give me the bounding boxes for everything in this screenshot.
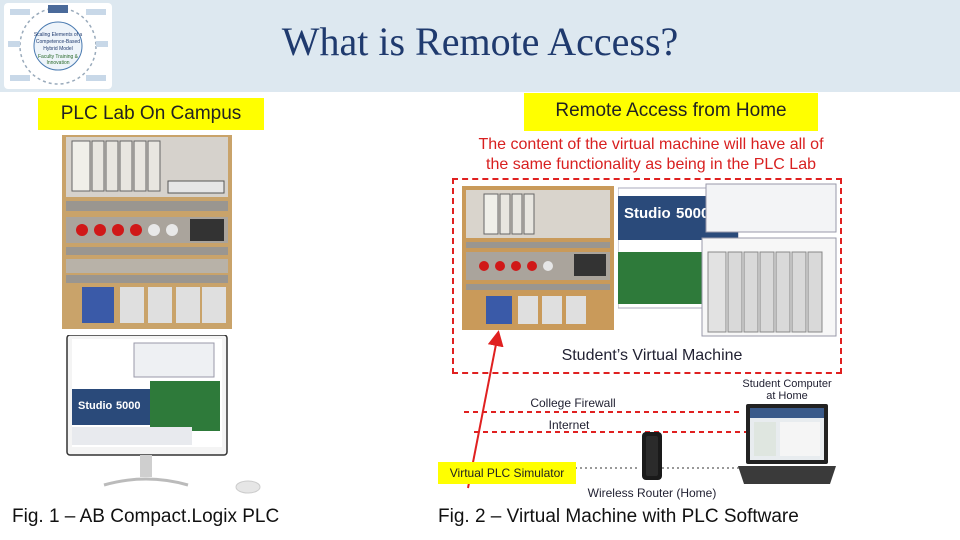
vm-software-screenshot: Studio 5000 (618, 182, 838, 342)
project-logo: Scaling Elements of a Competence-Based H… (4, 3, 112, 89)
svg-text:Studio: Studio (78, 400, 112, 412)
wireless-router-icon (642, 432, 662, 480)
router-label: Wireless Router (Home) (587, 486, 717, 500)
svg-text:Faculty Training &: Faculty Training & (38, 54, 79, 60)
note-line-2: the same functionality as being in the P… (486, 156, 816, 173)
left-heading: PLC Lab On Campus (38, 98, 264, 130)
svg-text:5000: 5000 (116, 400, 140, 412)
student-computer-label: Student Computer at Home (742, 378, 832, 402)
plc-panel-graphic (62, 135, 232, 329)
vm-label: Student’s Virtual Machine (561, 347, 743, 364)
note-line-1: The content of the virtual machine will … (478, 136, 824, 153)
lab-monitor-photo: Studio 5000 (64, 335, 274, 497)
right-heading: Remote Access from Home (524, 93, 818, 131)
logo-graphic: Scaling Elements of a Competence-Based H… (8, 5, 108, 85)
internet-label: Internet (548, 418, 590, 432)
plc-lab-photo (62, 135, 232, 329)
svg-text:Scaling Elements of a: Scaling Elements of a (34, 32, 83, 38)
fig2-caption: Fig. 2 – Virtual Machine with PLC Softwa… (438, 506, 799, 527)
firewall-label: College Firewall (530, 396, 616, 410)
vm-software-graphic: Studio 5000 (618, 183, 837, 337)
vm-panel-photo (462, 186, 614, 330)
svg-text:Hybrid Model: Hybrid Model (43, 46, 72, 52)
header-band (0, 0, 960, 92)
vm-panel-graphic (462, 186, 614, 330)
laptop-icon (738, 404, 836, 484)
monitor-graphic: Studio 5000 (66, 335, 261, 494)
slide-title: What is Remote Access? (281, 19, 679, 64)
svg-text:5000: 5000 (676, 205, 709, 222)
svg-text:Innovation: Innovation (46, 60, 69, 66)
network-diagram (464, 330, 836, 489)
fig1-caption: Fig. 1 – AB Compact.Logix PLC (12, 506, 280, 527)
svg-text:Studio: Studio (624, 205, 671, 222)
svg-text:Competence-Based: Competence-Based (36, 39, 80, 45)
simulator-label: Virtual PLC Simulator (438, 462, 576, 484)
virtual-machine-boundary (452, 178, 842, 374)
